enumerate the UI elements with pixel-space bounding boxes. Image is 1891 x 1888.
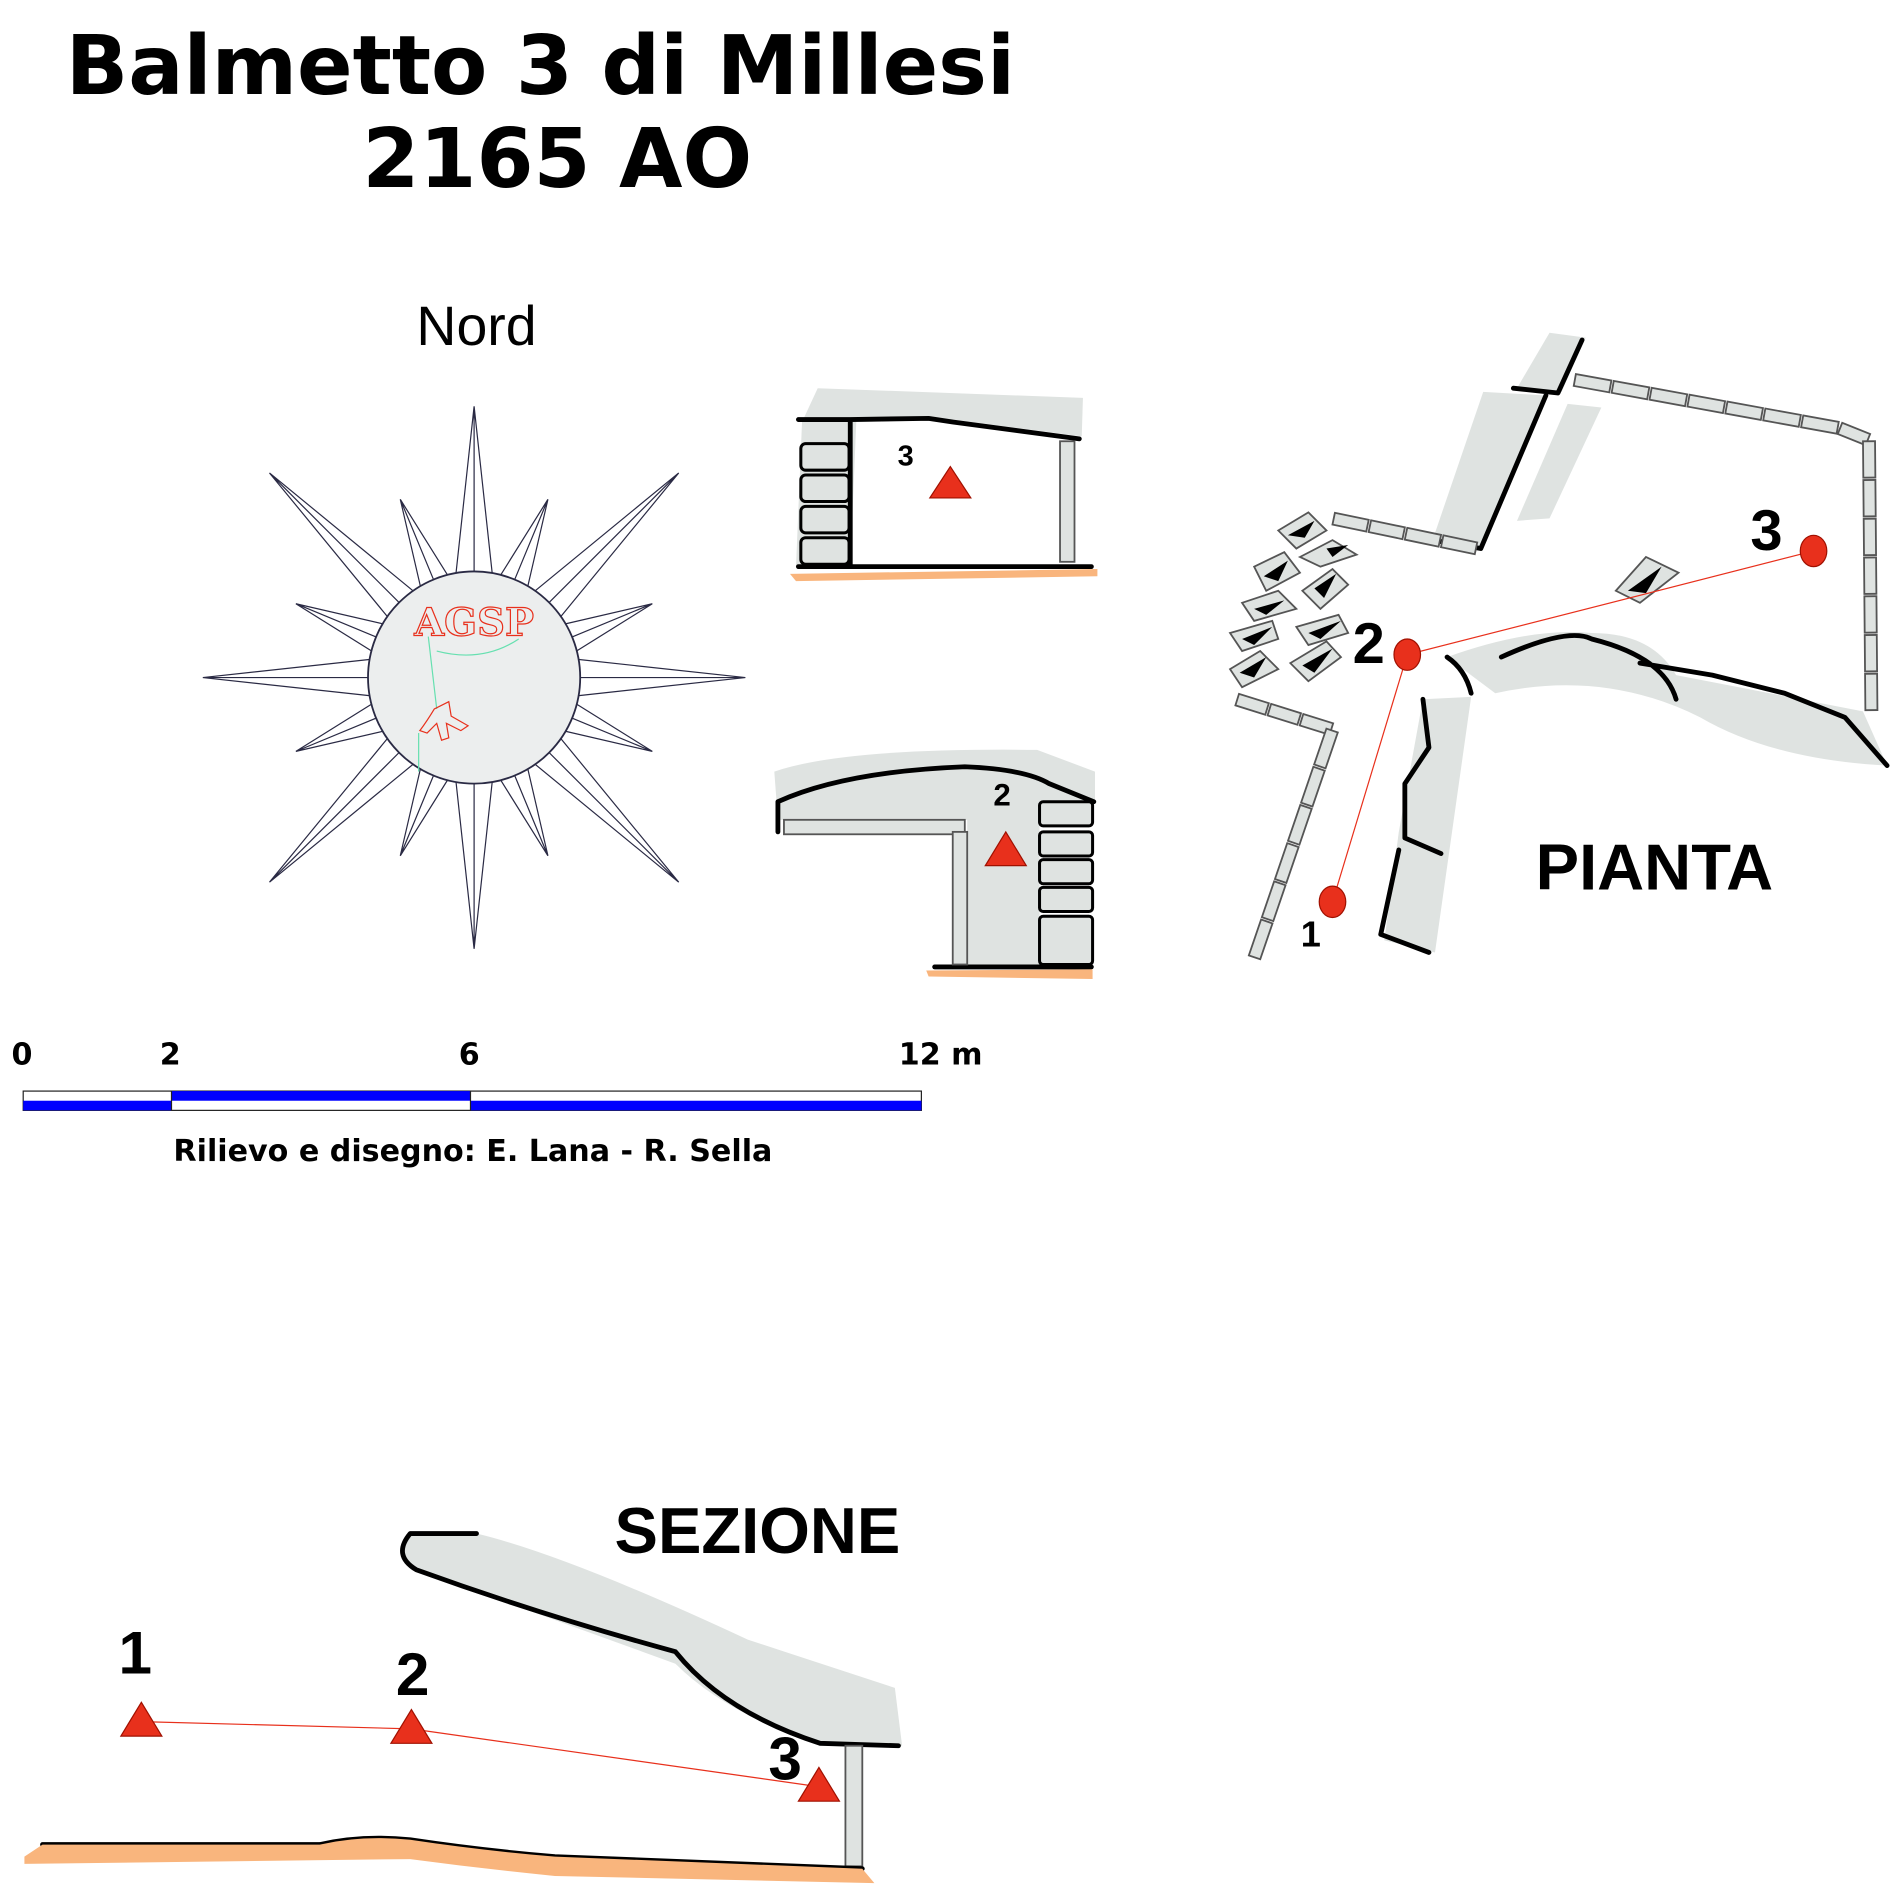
compass-point xyxy=(295,603,393,657)
plan-view: 1 2 3 PIANTA xyxy=(1228,332,1890,961)
compass-point xyxy=(568,657,746,698)
compass-point xyxy=(295,698,393,752)
cross-section-2: 2 xyxy=(774,749,1097,979)
wall-block xyxy=(1864,672,1879,712)
wall-block xyxy=(1836,421,1872,447)
wall-block xyxy=(1863,634,1879,673)
title-line2: 2165 AO xyxy=(362,112,752,207)
compass-point xyxy=(555,698,653,752)
wall-block xyxy=(1610,379,1651,401)
compass-point xyxy=(269,730,422,883)
wall-block xyxy=(1312,727,1339,770)
cross-section-station-label: 2 xyxy=(993,777,1010,812)
compass-point xyxy=(202,657,380,698)
plan-station-2: 2 xyxy=(1353,612,1385,676)
agsp-logo: AGSP xyxy=(413,600,535,772)
wall-block xyxy=(1862,440,1877,479)
scale-tick-6: 6 xyxy=(459,1038,480,1073)
wall-block xyxy=(1234,692,1270,716)
cross-section-station-label: 3 xyxy=(898,440,914,472)
compass-point xyxy=(494,499,549,597)
scale-tick-2: 2 xyxy=(160,1038,181,1073)
wall-block xyxy=(1800,414,1840,435)
wall-block xyxy=(1403,526,1443,548)
wall-block xyxy=(1648,386,1689,408)
compass-point xyxy=(454,406,494,584)
wall-block xyxy=(1762,407,1802,428)
wall-block xyxy=(1260,880,1287,923)
wall-block xyxy=(1863,595,1878,634)
logo-text: AGSP xyxy=(413,600,534,645)
title-line1: Balmetto 3 di Millesi xyxy=(66,19,1015,114)
compass-point xyxy=(527,730,680,883)
credits: Rilievo e disegno: E. Lana - R. Sella xyxy=(173,1134,772,1169)
wall-block xyxy=(1572,373,1613,394)
section-view: 1 2 3 SEZIONE xyxy=(24,1494,903,1884)
compass-point xyxy=(399,759,454,857)
wall-block xyxy=(1331,511,1370,533)
wall-block xyxy=(1863,556,1878,595)
wall-block xyxy=(1862,517,1877,557)
wall-block xyxy=(1724,400,1765,421)
wall-block xyxy=(1273,841,1300,885)
plan-station-3: 3 xyxy=(1750,499,1782,563)
scale-tick-12: 12 m xyxy=(899,1038,983,1073)
plan-station-1: 1 xyxy=(1301,913,1321,954)
section-station-3: 3 xyxy=(768,1724,802,1792)
compass-rose xyxy=(202,406,746,949)
wall-block xyxy=(1862,479,1877,518)
scale-bar: 0 2 6 12 m xyxy=(12,1038,983,1111)
plan-label: PIANTA xyxy=(1536,831,1773,904)
cross-section-3: 3 xyxy=(789,388,1098,582)
scale-tick-0: 0 xyxy=(12,1038,33,1073)
compass-point xyxy=(555,603,653,657)
wall-block xyxy=(1286,803,1313,846)
wall-block xyxy=(1367,519,1406,541)
wall-block xyxy=(1266,702,1303,726)
section-station-2: 2 xyxy=(396,1640,430,1708)
wall-block xyxy=(1686,393,1727,415)
north-label: Nord xyxy=(416,295,536,357)
compass-point xyxy=(399,499,454,597)
section-label: SEZIONE xyxy=(615,1494,901,1567)
wall-block xyxy=(1439,534,1479,556)
compass-point xyxy=(269,472,422,625)
section-station-1: 1 xyxy=(119,1618,153,1686)
wall-block xyxy=(1247,918,1274,961)
compass-point xyxy=(494,759,549,857)
compass-point xyxy=(527,472,680,625)
wall-block xyxy=(1299,765,1326,808)
wall-block xyxy=(1298,712,1335,736)
compass-point xyxy=(454,772,494,949)
